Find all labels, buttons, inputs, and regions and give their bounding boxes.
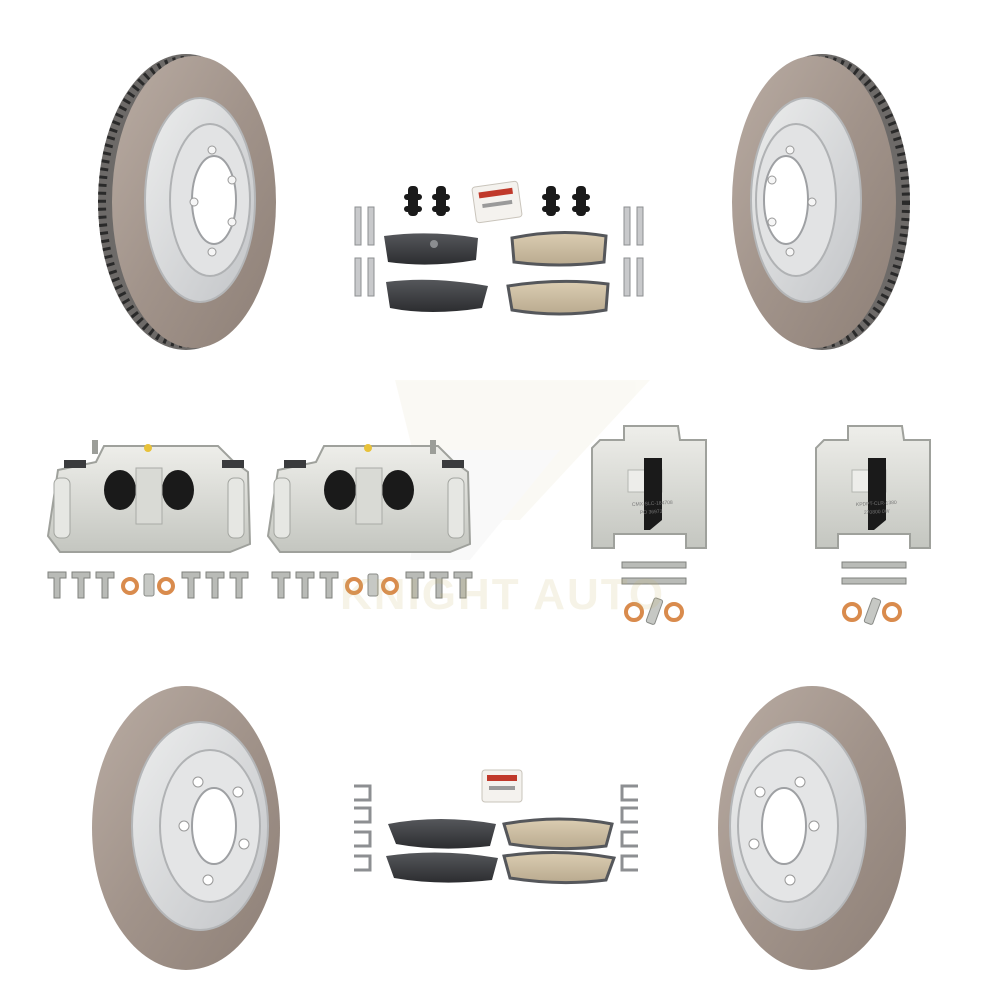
- guide-pins: [354, 206, 644, 297]
- front-pad-black-upper: [388, 819, 496, 849]
- lube-packet: [471, 180, 523, 224]
- watermark-text: KNIGHT AUTO: [340, 570, 666, 619]
- rear-caliper-hardware-right: [841, 561, 907, 625]
- rear-caliper-left: [591, 425, 707, 549]
- front-caliper-left: [46, 440, 252, 553]
- rear-caliper-right-stamp-1: KPDPT-CLR-1380: [856, 500, 897, 508]
- rear-caliper-left-stamp-1: CMX-SLC-184708: [632, 500, 673, 508]
- rear-rotor-right: [718, 686, 906, 970]
- lube-packet-front: [481, 769, 523, 803]
- rear-caliper-hardware-left: [621, 561, 687, 625]
- rear-pad-ceramic-upper: [510, 230, 608, 267]
- rubber-boots: [404, 186, 590, 216]
- rear-pad-black-upper: [384, 233, 478, 265]
- front-pad-black-lower: [386, 852, 498, 883]
- front-pad-ceramic-lower: [502, 850, 617, 885]
- rear-rotor-left: [92, 686, 280, 970]
- front-caliper-hardware-left: [47, 571, 249, 599]
- front-rotor-right: [732, 54, 910, 350]
- front-rotor-left: [98, 54, 276, 350]
- rear-pad-black-lower: [386, 279, 488, 312]
- abutment-clips: [354, 784, 638, 872]
- front-caliper-hardware-right: [271, 571, 473, 599]
- rear-pad-ceramic-lower: [506, 279, 610, 316]
- rear-brake-pad-set: [354, 180, 644, 316]
- front-caliper-right: [266, 440, 472, 553]
- front-brake-pad-set: [354, 769, 638, 885]
- rear-caliper-right-stamp-2: 270800 0W: [864, 509, 890, 516]
- rear-caliper-right: [815, 425, 931, 549]
- rear-caliper-left-stamp-2: PO 36973: [640, 509, 663, 516]
- front-pad-ceramic-upper: [502, 817, 614, 851]
